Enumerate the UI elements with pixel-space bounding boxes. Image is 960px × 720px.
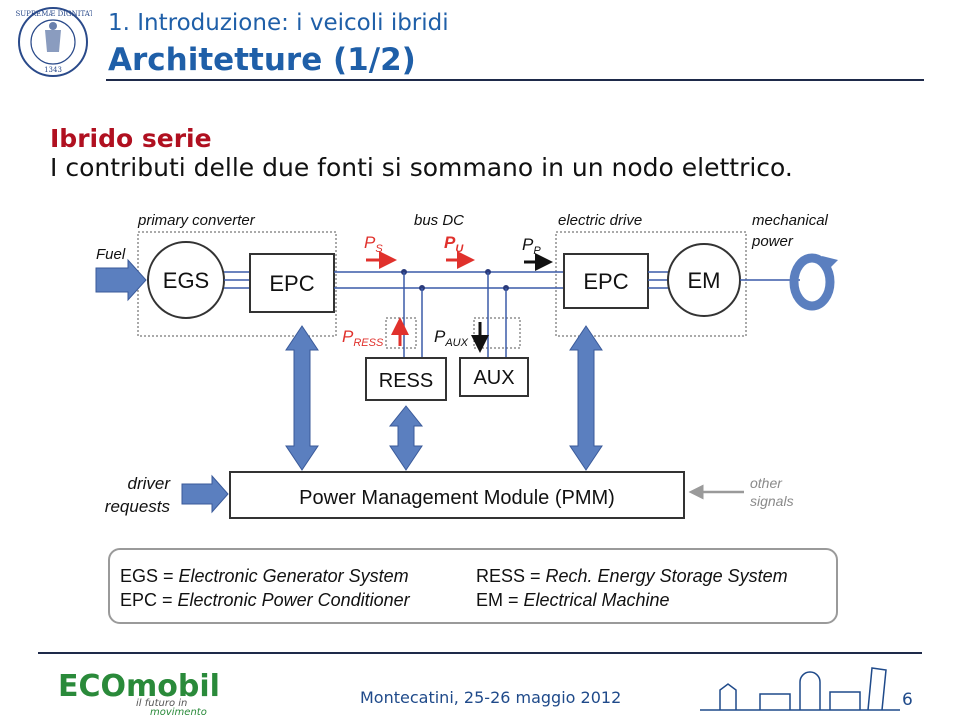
- other-signals-label: other: [750, 475, 783, 491]
- legend-ress: RESS = Rech. Energy Storage System: [476, 566, 788, 586]
- svg-text:1343: 1343: [44, 66, 62, 74]
- pless-label: PRESS: [342, 327, 384, 349]
- control-link-arrow-ress: [388, 405, 424, 471]
- epc-right-label: EPC: [583, 269, 628, 294]
- ress-label: RESS: [379, 370, 433, 392]
- legend-epc: EPC = Electronic Power Conditioner: [120, 590, 410, 610]
- control-link-arrow-primary: [285, 325, 319, 471]
- ps-label: PS: [364, 233, 383, 255]
- other-signals-label: signals: [750, 493, 794, 509]
- slide-body-text: I contributi delle due fonti si sommano …: [50, 153, 793, 182]
- driver-requests-arrow: [181, 474, 229, 514]
- aux-label: AUX: [473, 367, 514, 389]
- footer-event: Montecatini, 25-26 maggio 2012: [360, 688, 622, 707]
- epc-right-block: [563, 253, 649, 309]
- svg-text:IN SUPREMÆ DIGNITATIS: IN SUPREMÆ DIGNITATIS: [14, 10, 92, 18]
- pmm-block: [229, 471, 685, 519]
- em-label: EM: [688, 268, 721, 293]
- control-link-arrow-drive: [569, 325, 603, 471]
- driver-requests-label: requests: [105, 497, 171, 516]
- epc-left-label: EPC: [269, 271, 314, 296]
- footer-divider: [38, 652, 922, 654]
- bus-dc-dashed-box: [473, 317, 521, 349]
- electric-drive-group: [555, 231, 747, 337]
- bus-dc-label: bus DC: [414, 212, 464, 229]
- pp-label: PP: [522, 235, 541, 257]
- svg-text:ECOmobility: ECOmobility: [58, 669, 218, 704]
- paux-label: PAUX: [434, 327, 469, 349]
- page-title: Architetture (1/2): [108, 42, 416, 78]
- primary-converter-label: primary converter: [137, 212, 256, 229]
- electric-drive-label: electric drive: [558, 212, 642, 229]
- epc-left-block: [249, 253, 335, 313]
- svg-text:movimento: movimento: [150, 707, 207, 716]
- legend-egs: EGS = Electronic Generator System: [120, 566, 409, 586]
- mechanical-rotation-icon: [789, 253, 838, 311]
- aux-block: [459, 357, 529, 397]
- section-title: 1. Introduzione: i veicoli ibridi: [108, 10, 449, 36]
- ecomobility-logo: ECOmobility il futuro in movimento: [58, 669, 218, 716]
- egs-label: EGS: [163, 268, 209, 293]
- legend-box: EGS = Electronic Generator System EPC = …: [108, 548, 838, 624]
- svg-text:il futuro in: il futuro in: [136, 698, 187, 709]
- ress-block: [365, 357, 447, 401]
- pu-label: PU: [444, 233, 464, 255]
- page-number: 6: [902, 690, 913, 710]
- fuel-label: Fuel: [96, 246, 126, 263]
- title-divider: [106, 79, 924, 81]
- fuel-arrow: [95, 258, 147, 302]
- bus-dc-dashed-box: [385, 317, 417, 349]
- slide-subtitle: Ibrido serie: [50, 124, 212, 153]
- driver-requests-label: driver: [127, 474, 171, 493]
- pmm-label: Power Management Module (PMM): [299, 487, 615, 509]
- series-hybrid-diagram: primary converter bus DC electric drive …: [95, 212, 838, 519]
- pisa-skyline-icon: [700, 667, 900, 711]
- mechanical-power-label: power: [751, 233, 794, 250]
- legend-em: EM = Electrical Machine: [476, 590, 670, 610]
- university-seal-logo: IN SUPREMÆ DIGNITATIS 1343: [14, 7, 92, 77]
- mechanical-power-label: mechanical: [752, 212, 829, 229]
